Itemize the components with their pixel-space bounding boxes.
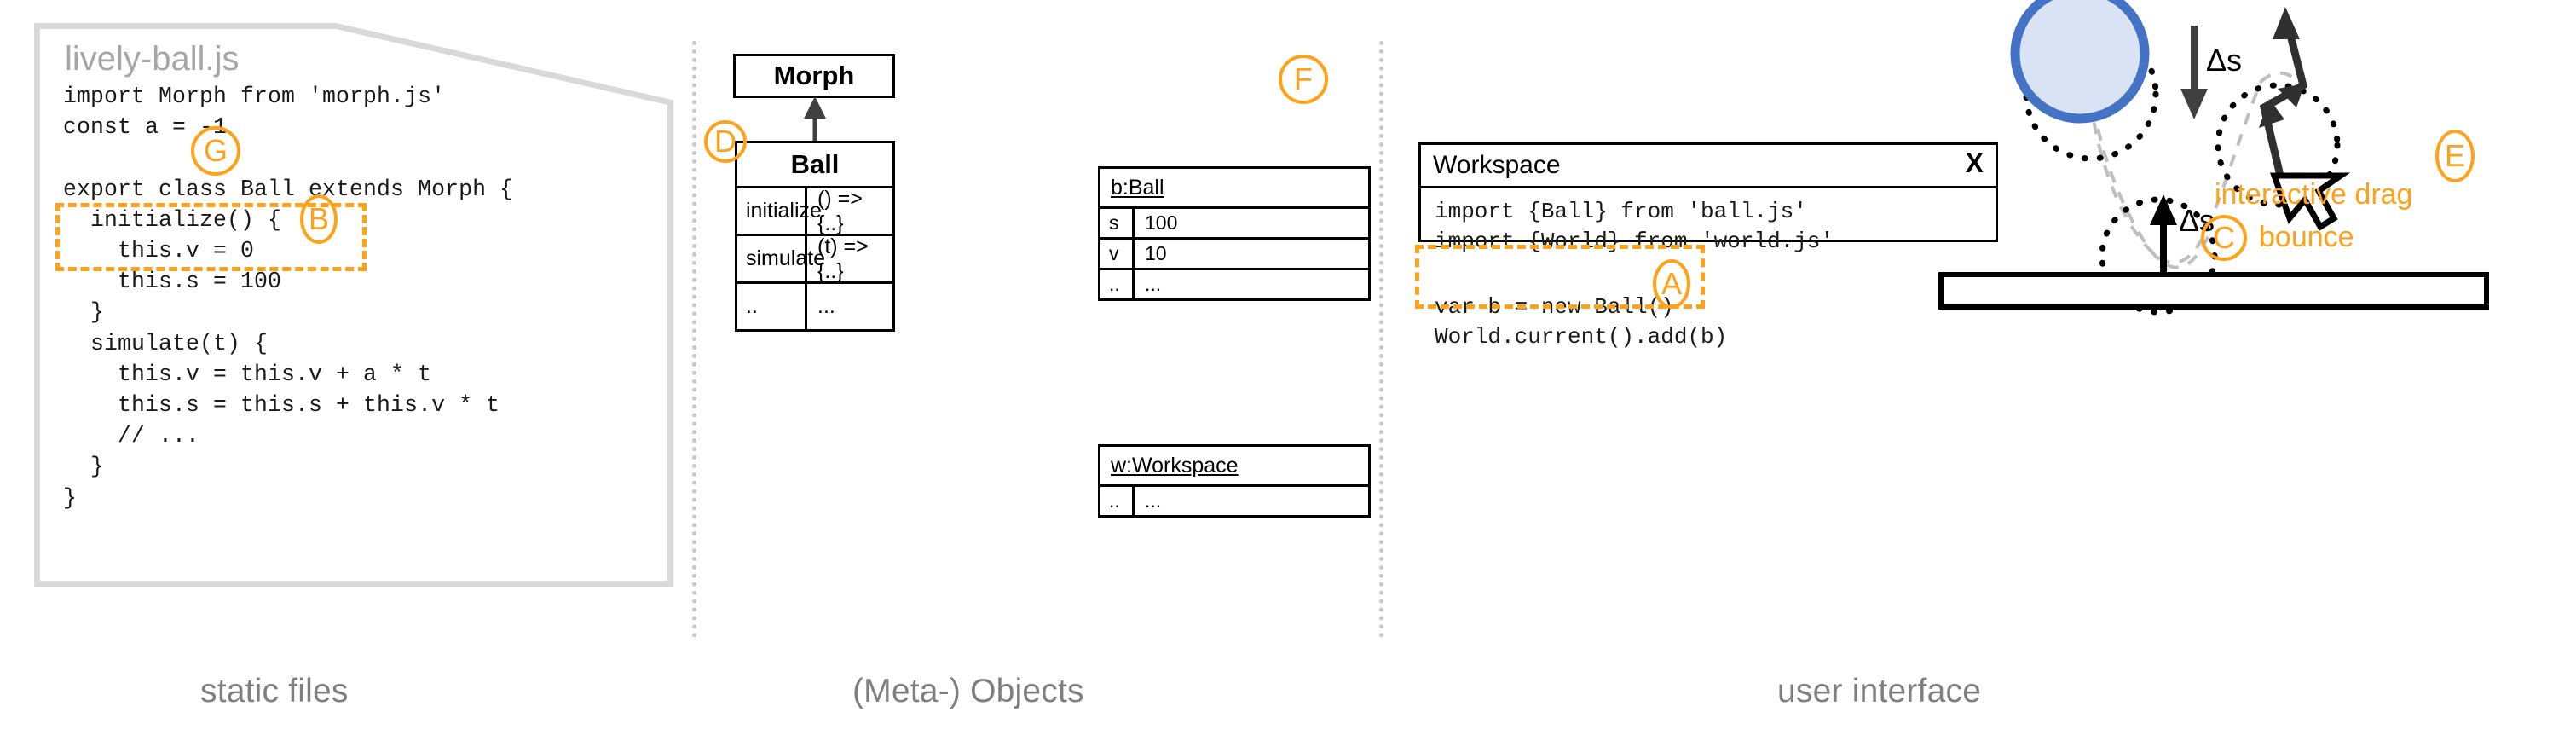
marker-f[interactable]: F (1279, 55, 1328, 104)
workspace-title: Workspace (1433, 151, 1561, 179)
object-b-ball-title-text: b:Ball (1111, 175, 1164, 200)
ball-simulation-scene (1858, 0, 2576, 656)
workspace-code-statements[interactable]: var b = new Ball() World.current().add(b… (1435, 294, 1728, 350)
highlight-box-simulate (55, 203, 367, 271)
uml-method-signature: (t) => {..} (817, 234, 869, 283)
inheritance-arrow-icon (797, 96, 833, 144)
caption-static-files: static files (200, 673, 349, 709)
object-field-name: s (1100, 209, 1135, 237)
caption-meta-objects: (Meta-) Objects (852, 673, 1084, 709)
panel-divider-1 (692, 41, 696, 638)
file-document-paper (34, 23, 673, 587)
marker-a[interactable]: A (1653, 259, 1690, 309)
object-row: v 10 (1100, 240, 1368, 270)
file-name-label: lively-ball.js (65, 40, 240, 78)
marker-d[interactable]: D (704, 120, 747, 163)
annotation-bounce: bounce (2259, 221, 2354, 253)
uml-class-ball-title: Ball (737, 143, 892, 188)
workspace-titlebar[interactable]: Workspace X (1421, 145, 1996, 188)
object-row: .. ... (1100, 487, 1368, 515)
object-field-value: 100 (1145, 211, 1178, 234)
uml-method-name: .. (737, 284, 807, 329)
object-field-value: 10 (1145, 242, 1167, 264)
uml-row: initialize () => {..} (737, 186, 892, 236)
object-b-ball[interactable]: b:Ball s 100 v 10 .. ... (1098, 166, 1371, 301)
object-w-workspace-title-text: w:Workspace (1111, 453, 1239, 478)
uml-method-name: simulate (737, 236, 825, 281)
uml-method-signature: ... (817, 294, 835, 318)
uml-row: simulate (t) => {..} (737, 234, 892, 284)
annotation-interactive-drag: interactive drag (2215, 178, 2413, 211)
caption-user-interface: user interface (1777, 673, 1982, 709)
object-field-name: .. (1100, 487, 1135, 515)
marker-e[interactable]: E (2435, 130, 2475, 182)
uml-method-signature: () => {..} (817, 186, 863, 235)
uml-method-name: initialize (737, 188, 822, 234)
object-row: s 100 (1100, 209, 1368, 240)
object-b-ball-title: b:Ball (1100, 169, 1368, 209)
object-field-name: .. (1100, 270, 1135, 298)
object-row: .. ... (1100, 270, 1368, 298)
object-field-value: ... (1145, 273, 1162, 295)
object-field-value: ... (1145, 489, 1162, 512)
object-w-workspace-title: w:Workspace (1100, 447, 1368, 487)
marker-g[interactable]: G (191, 126, 240, 176)
uml-class-ball[interactable]: Ball initialize () => {..} simulate (t) … (735, 141, 895, 332)
uml-class-morph[interactable]: Morph (733, 54, 895, 98)
highlight-box-workspace-statements (1415, 245, 1705, 309)
marker-b[interactable]: B (300, 194, 338, 244)
workspace-code-imports[interactable]: import {Ball} from 'ball.js' import {Wor… (1435, 199, 1834, 254)
object-field-name: v (1100, 240, 1135, 268)
workspace-window[interactable]: Workspace X import {Ball} from 'ball.js'… (1418, 142, 1998, 350)
close-icon[interactable]: X (1965, 148, 1984, 178)
file-source-code[interactable]: import Morph from 'morph.js' const a = -… (63, 84, 514, 511)
delta-s-label-top: Δs (2206, 43, 2243, 78)
marker-c[interactable]: C (2201, 215, 2247, 261)
object-w-workspace[interactable]: w:Workspace .. ... (1098, 444, 1371, 518)
workspace-body[interactable]: import {Ball} from 'ball.js' import {Wor… (1421, 188, 1996, 374)
panel-divider-2 (1379, 41, 1383, 638)
file-document[interactable]: lively-ball.js import Morph from 'morph.… (34, 23, 674, 587)
uml-row: .. ... (737, 284, 892, 329)
